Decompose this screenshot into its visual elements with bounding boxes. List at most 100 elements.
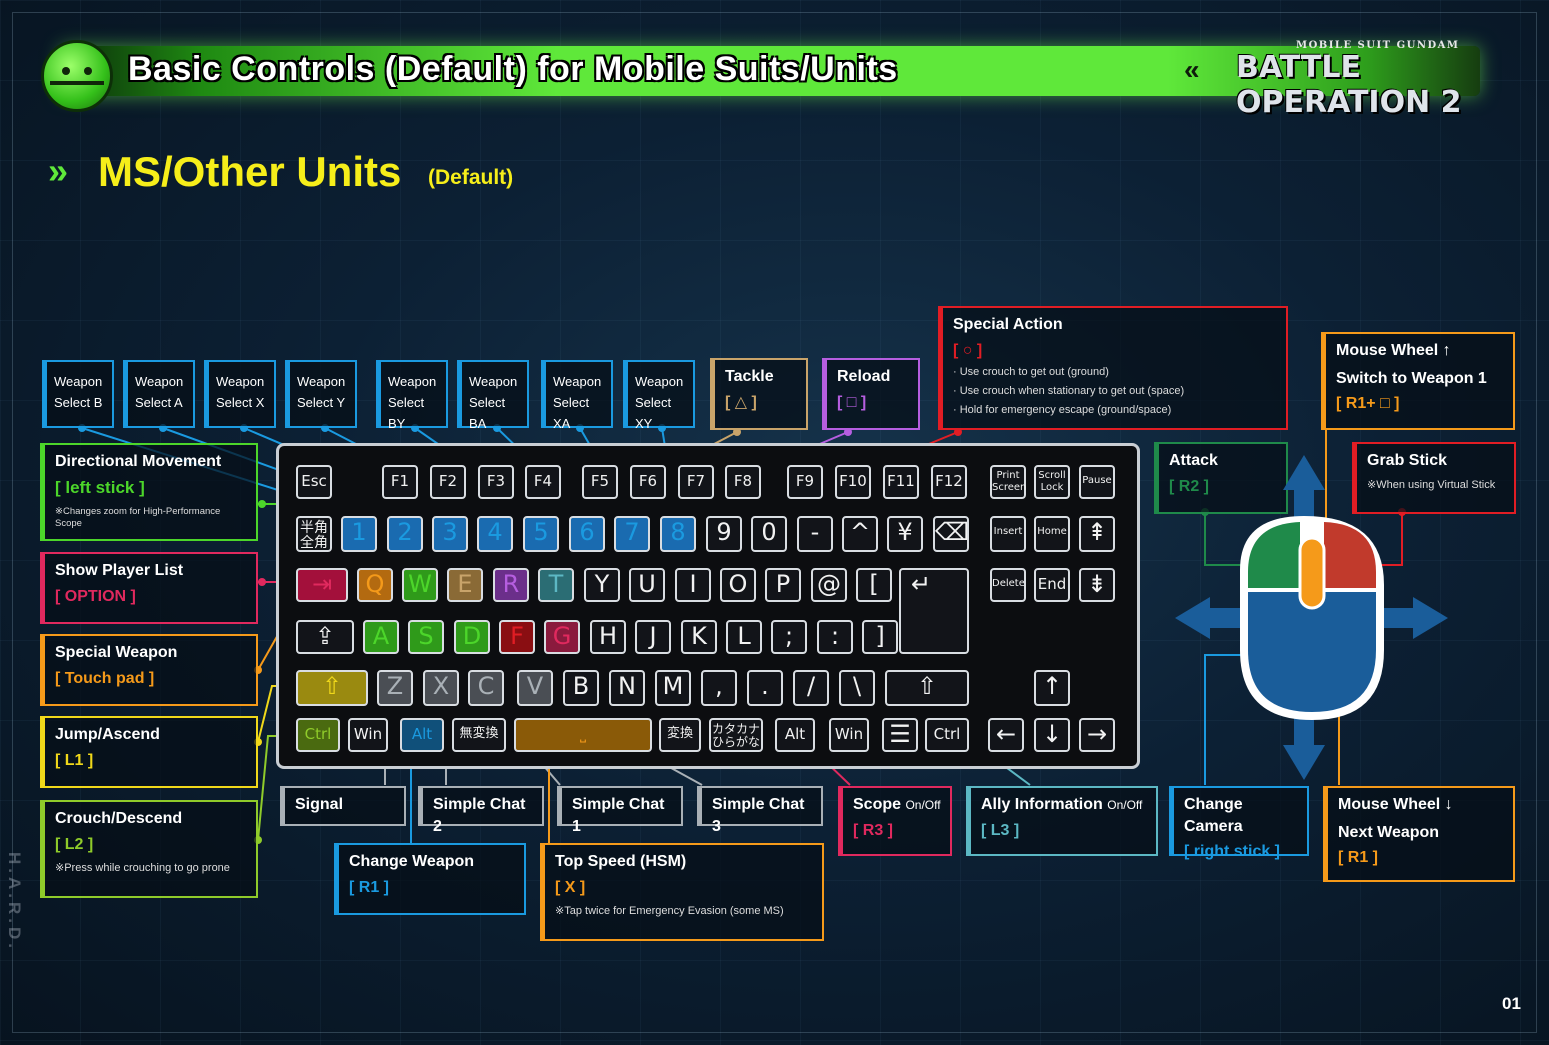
change-camera-label: Change Camera [ right stick ] — [1169, 786, 1309, 860]
side-mark: H.A.R.D. — [5, 852, 24, 952]
key-f9: F9 — [787, 465, 823, 499]
key-b: B — [563, 670, 599, 706]
key-j: J — [635, 620, 671, 654]
key-f5: F5 — [582, 465, 618, 499]
header-bar — [60, 46, 1480, 96]
key-u: U — [629, 568, 665, 602]
key-muhenkan: 無変換 — [452, 718, 506, 752]
key-arrow-right: → — [1079, 718, 1115, 752]
key-page-down: ⇟ — [1079, 568, 1115, 602]
key-0: 0 — [751, 516, 787, 552]
change-weapon-label: Change Weapon [ R1 ] — [334, 843, 526, 915]
key-f12: F12 — [931, 465, 967, 499]
key-win-left: Win — [348, 718, 388, 752]
top-speed-label: Top Speed (HSM) [ X ] ※Tap twice for Eme… — [540, 843, 824, 941]
key-f8: F8 — [725, 465, 761, 499]
key-f4: F4 — [525, 465, 561, 499]
page-title: Basic Controls (Default) for Mobile Suit… — [128, 50, 898, 88]
simple-chat-3-label: Simple Chat 3 — [697, 786, 823, 835]
key-s: S — [408, 620, 444, 654]
key-comma: , — [701, 670, 737, 706]
key-5: 5 — [523, 516, 559, 552]
key-tab: ⇥ — [296, 568, 348, 602]
key-y: Y — [584, 568, 620, 602]
section-subtitle: (Default) — [428, 166, 514, 189]
key-pause: Pause — [1079, 465, 1115, 499]
key-shift-left: ⇧ — [296, 670, 368, 706]
key-arrow-left: ← — [988, 718, 1024, 752]
attack-label: Attack[ R2 ] — [1154, 442, 1288, 514]
key-d: D — [454, 620, 490, 654]
key-f3: F3 — [478, 465, 514, 499]
key-f7: F7 — [678, 465, 714, 499]
key-c: C — [468, 670, 504, 706]
key-x: X — [423, 670, 459, 706]
key-alt-left: Alt — [400, 718, 444, 752]
section-title: MS/Other Units — [98, 148, 402, 195]
key-enter: ↵ — [899, 568, 969, 654]
key-ctrl-right: Ctrl — [925, 718, 969, 752]
special-weapon-label: Special Weapon[ Touch pad ] — [40, 634, 258, 706]
grab-stick-label: Grab Stick※When using Virtual Stick — [1352, 442, 1516, 514]
key-q: Q — [357, 568, 393, 602]
key-ctrl-left: Ctrl — [296, 718, 340, 752]
key-menu: ☰ — [882, 718, 918, 752]
keyboard: Esc F1 F2 F3 F4 F5 F6 F7 F8 F9 F10 F11 F… — [276, 443, 1140, 769]
key-f11: F11 — [883, 465, 919, 499]
key-esc: Esc — [296, 465, 332, 499]
key-h: H — [590, 620, 626, 654]
key-scroll-lock: Scroll Lock — [1034, 465, 1070, 499]
key-arrow-down: ↓ — [1034, 718, 1070, 752]
key-shift-right: ⇧ — [885, 670, 969, 706]
key-w: W — [402, 568, 438, 602]
key-6: 6 — [569, 516, 605, 552]
key-f2: F2 — [430, 465, 466, 499]
key-katakana: カタカナひらがな — [709, 718, 763, 752]
mouse-diagram — [1175, 455, 1448, 780]
key-4: 4 — [477, 516, 513, 552]
key-minus: - — [797, 516, 833, 552]
key-3: 3 — [432, 516, 468, 552]
key-backspace: ⌫ — [933, 516, 969, 552]
page-number: 01 — [1502, 994, 1521, 1013]
key-alt-right: Alt — [775, 718, 815, 752]
key-insert: Insert — [990, 516, 1026, 552]
reload-label: Reload[ □ ] — [822, 358, 920, 430]
key-print-screen: Print Screen — [990, 465, 1026, 499]
haro-icon — [41, 40, 113, 112]
key-delete: Delete — [990, 568, 1026, 602]
key-f10: F10 — [835, 465, 871, 499]
key-semicolon: ; — [771, 620, 807, 654]
key-yen: ¥ — [887, 516, 923, 552]
key-g: G — [544, 620, 580, 654]
ally-information-label: Ally Information On/Off [ L3 ] — [966, 786, 1158, 856]
mouse-wheel-up-label: Mouse Wheel ↑ Switch to Weapon 1 [ R1+ □… — [1321, 332, 1515, 430]
jump-ascend-label: Jump/Ascend[ L1 ] — [40, 716, 258, 788]
key-f: F — [499, 620, 535, 654]
key-e: E — [447, 568, 483, 602]
key-caps-lock: ⇪ — [296, 620, 354, 654]
show-player-list-label: Show Player List[ OPTION ] — [40, 552, 258, 624]
key-o: O — [720, 568, 756, 602]
key-z: Z — [377, 670, 413, 706]
key-v: V — [517, 670, 553, 706]
key-l: L — [726, 620, 762, 654]
simple-chat-1-label: Simple Chat 1 — [557, 786, 683, 835]
key-end: End — [1034, 568, 1070, 602]
mouse-direction-arrows-icon — [1175, 455, 1448, 780]
simple-chat-2-label: Simple Chat 2 — [418, 786, 544, 835]
key-n: N — [609, 670, 645, 706]
key-k: K — [681, 620, 717, 654]
key-slash: / — [793, 670, 829, 706]
key-colon: : — [817, 620, 853, 654]
key-page-up: ⇞ — [1079, 516, 1115, 552]
key-at: @ — [811, 568, 847, 602]
key-caret: ^ — [842, 516, 878, 552]
key-home: Home — [1034, 516, 1070, 552]
game-logo: BATTLE OPERATION 2 — [1236, 50, 1462, 120]
